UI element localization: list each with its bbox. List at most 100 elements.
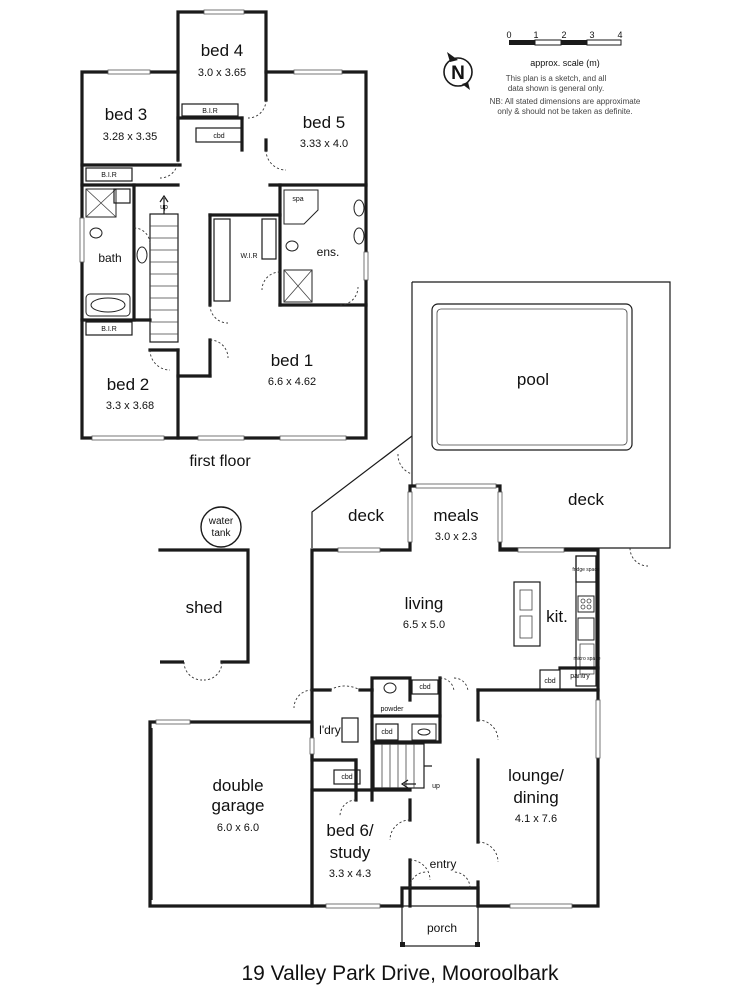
room-living-name: living <box>405 594 444 613</box>
room-garage-line2: garage <box>212 796 265 815</box>
cbd-label: cbd <box>381 729 392 736</box>
disclaimer-line-2: data shown is general only. <box>508 84 604 93</box>
room-kit-name: kit. <box>546 607 568 626</box>
room-bed6-line1: bed 6/ <box>326 821 374 840</box>
window <box>363 251 369 281</box>
cooktop-icon <box>577 595 595 613</box>
fridge-label: fridge space <box>572 567 599 573</box>
spa-label: spa <box>292 196 303 203</box>
room-meals-dim: 3.0 x 2.3 <box>435 531 477 543</box>
room-bed3-dim: 3.28 x 3.35 <box>103 131 157 143</box>
kitchen: fridge space micro space cbd pantry <box>513 555 601 691</box>
staircase: up <box>373 743 440 790</box>
room-powder-name: powder <box>381 706 405 713</box>
room-bed6-line2: study <box>330 843 371 862</box>
room-bath-name: bath <box>98 251 121 265</box>
bir-label: B.I.R <box>101 172 117 179</box>
room-bed2-name: bed 2 <box>107 375 150 394</box>
disclaimer-line-1: This plan is a sketch, and all <box>506 74 607 83</box>
cbd-label: cbd <box>213 133 224 140</box>
staircase: up <box>149 194 179 343</box>
water-tank-line1: water <box>208 516 234 527</box>
water-tank-line2: tank <box>212 528 232 539</box>
window <box>203 9 245 15</box>
room-bed3-name: bed 3 <box>105 105 148 124</box>
pool-outline <box>431 303 633 451</box>
laundry-tub-icon <box>341 717 359 743</box>
compass-icon: N <box>443 52 473 90</box>
scale-bar <box>509 39 622 46</box>
scale-tick-1: 1 <box>533 30 538 40</box>
kitchen-island <box>513 581 541 647</box>
window <box>497 491 503 543</box>
window <box>79 217 85 263</box>
plan-title: 19 Valley Park Drive, Mooroolbark <box>241 962 559 985</box>
room-porch-name: porch <box>427 921 457 935</box>
room-deck-right-name: deck <box>568 490 604 509</box>
room-entry-name: entry <box>430 857 457 871</box>
bir-label: B.I.R <box>202 108 218 115</box>
water-tank: water tank <box>200 506 242 548</box>
window <box>509 903 573 909</box>
window <box>407 491 413 543</box>
scale-tick-3: 3 <box>589 30 594 40</box>
window <box>91 435 165 441</box>
window <box>517 547 565 553</box>
shed: shed <box>158 548 250 681</box>
scale-tick-2: 2 <box>561 30 566 40</box>
sink-icon <box>577 617 595 641</box>
room-ens-name: ens. <box>317 245 340 259</box>
room-pantry-name: pantry <box>570 673 590 680</box>
toilet-icon <box>89 227 103 239</box>
room-deck-left-name: deck <box>348 506 384 525</box>
room-pool-name: pool <box>517 370 549 389</box>
room-bed1-dim: 6.6 x 4.62 <box>268 376 316 388</box>
room-bed5-dim: 3.33 x 4.0 <box>300 138 348 150</box>
room-bed2-dim: 3.3 x 3.68 <box>106 400 154 412</box>
outdoor-area: pool deck deck <box>311 281 671 567</box>
ground-floor: up powder cbd cbd cbd fridge space <box>148 483 601 947</box>
window <box>155 719 191 725</box>
scale-label: approx. scale (m) <box>530 58 600 68</box>
basin-icon <box>136 246 148 264</box>
cbd-label: cbd <box>419 684 430 691</box>
room-bed1-name: bed 1 <box>271 351 314 370</box>
window <box>293 69 343 75</box>
room-living-dim: 6.5 x 5.0 <box>403 619 445 631</box>
stairs-up-label: up <box>160 204 168 211</box>
room-garage-line1: double <box>212 776 263 795</box>
spa-icon <box>283 189 319 225</box>
room-ldry-name: l'dry <box>319 723 341 737</box>
first-floor-label: first floor <box>189 453 251 470</box>
basin-icon <box>353 199 365 217</box>
first-floor: B.I.R cbd B.I.R B.I.R up spa <box>79 9 369 441</box>
cbd-label: cbd <box>544 678 555 685</box>
room-garage-dim: 6.0 x 6.0 <box>217 822 259 834</box>
scale-legend: 0 1 2 3 4 approx. scale (m) This plan is… <box>490 30 641 116</box>
window <box>337 547 381 553</box>
disclaimer-line-3: NB: All stated dimensions are approximat… <box>490 97 641 106</box>
bir-label: B.I.R <box>101 326 117 333</box>
compass-letter: N <box>451 63 465 84</box>
window <box>197 435 245 441</box>
micro-label: micro space <box>574 656 601 662</box>
room-bed4-name: bed 4 <box>201 41 244 60</box>
window <box>107 69 151 75</box>
window <box>595 699 601 759</box>
toilet-icon <box>285 240 299 252</box>
window <box>415 483 497 489</box>
window <box>309 737 315 755</box>
room-lounge-line2: dining <box>513 788 558 807</box>
porch <box>401 905 479 947</box>
scale-tick-0: 0 <box>506 30 511 40</box>
scale-tick-4: 4 <box>617 30 622 40</box>
stairs-up-label: up <box>432 783 440 790</box>
disclaimer-line-4: only & should not be taken as definite. <box>497 107 632 116</box>
cbd-label: cbd <box>341 774 352 781</box>
room-wir-name: W.I.R <box>240 253 257 260</box>
window <box>325 903 381 909</box>
room-lounge-line1: lounge/ <box>508 766 564 785</box>
room-bed6-dim: 3.3 x 4.3 <box>329 868 371 880</box>
room-shed-name: shed <box>186 598 223 617</box>
